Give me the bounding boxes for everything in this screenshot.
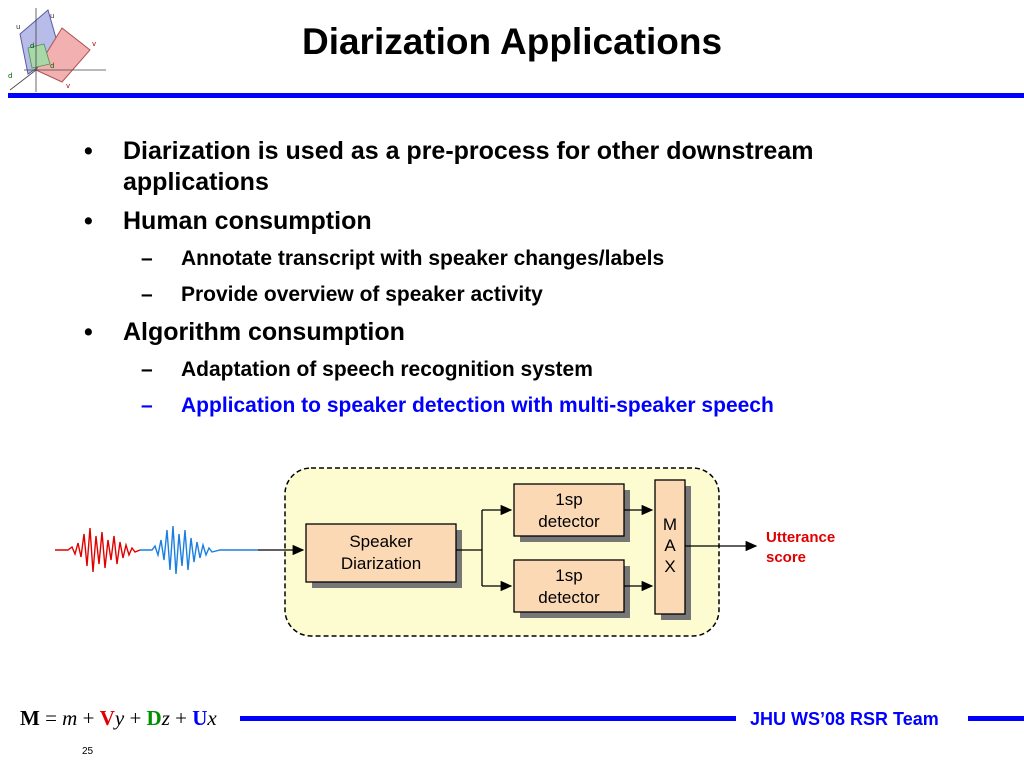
sub-bullet-item-highlighted: – Application to speaker detection with … bbox=[82, 392, 962, 419]
max-label-m: M bbox=[663, 515, 677, 534]
footer-formula: M = m + Vy + Dz + Ux bbox=[20, 706, 217, 731]
sub-bullet-marker: – bbox=[141, 358, 153, 381]
vector-space-logo: u u v v d d d bbox=[8, 8, 106, 92]
detector-bottom-label-line1: 1sp bbox=[555, 566, 582, 585]
page-number: 25 bbox=[82, 746, 94, 757]
bullet-list: • Diarization is used as a pre-process f… bbox=[82, 136, 962, 428]
team-label: JHU WS’08 RSR Team bbox=[750, 709, 939, 729]
formula-m: m bbox=[62, 706, 78, 730]
sub-bullet-text: Provide overview of speaker activity bbox=[181, 283, 543, 306]
formula-y: y bbox=[114, 706, 125, 730]
detector-top-label-line1: 1sp bbox=[555, 490, 582, 509]
bullet-marker: • bbox=[84, 318, 93, 346]
sub-bullet-item: – Annotate transcript with speaker chang… bbox=[82, 245, 962, 272]
bullet-text: Diarization is used as a pre-process for… bbox=[123, 137, 814, 196]
sub-bullet-text: Annotate transcript with speaker changes… bbox=[181, 247, 665, 270]
formula-plus: + bbox=[124, 706, 147, 730]
max-label-a: A bbox=[664, 536, 676, 555]
formula-D: D bbox=[146, 706, 162, 730]
formula-plus: + bbox=[77, 706, 100, 730]
logo-label-v2: v bbox=[92, 40, 96, 48]
speaker-diarization-label-line1: Speaker bbox=[349, 532, 413, 551]
footer-rule-left bbox=[240, 716, 736, 721]
bullet-marker: • bbox=[84, 207, 93, 235]
logo-green-plane bbox=[27, 43, 51, 69]
logo-label-d11: d bbox=[8, 72, 12, 80]
speaker-diarization-box bbox=[305, 523, 457, 583]
output-label-line1: Utterance bbox=[766, 529, 835, 546]
bullet-marker: • bbox=[84, 137, 93, 165]
sub-bullet-text: Application to speaker detection with mu… bbox=[181, 394, 774, 417]
speaker-detection-diagram: Speaker Diarization 1sp detector 1sp det… bbox=[55, 467, 835, 637]
logo-label-u2: u bbox=[50, 12, 54, 20]
waveform-speaker-1 bbox=[55, 527, 141, 573]
output-label-line2: score bbox=[766, 549, 806, 566]
sub-bullet-item: – Provide overview of speaker activity bbox=[82, 281, 962, 308]
formula-M: M bbox=[20, 706, 40, 730]
logo-label-d33: d bbox=[50, 62, 54, 70]
slide-title: Diarization Applications bbox=[301, 21, 723, 62]
bullet-item: • Human consumption bbox=[82, 206, 962, 237]
formula-z: z bbox=[161, 706, 170, 730]
logo-label-v1: v bbox=[66, 82, 70, 90]
logo-label-u1: u bbox=[16, 23, 20, 31]
sub-bullet-marker: – bbox=[141, 394, 153, 417]
logo-red-plane bbox=[35, 27, 91, 83]
bullet-text: Algorithm consumption bbox=[123, 318, 405, 346]
bullet-text: Human consumption bbox=[123, 207, 372, 235]
sub-bullet-text: Adaptation of speech recognition system bbox=[181, 358, 593, 381]
speaker-diarization-label-line2: Diarization bbox=[341, 554, 421, 573]
sub-bullet-marker: – bbox=[141, 283, 153, 306]
waveform-speaker-2 bbox=[140, 525, 258, 575]
detector-bottom-box bbox=[513, 559, 625, 613]
bullet-item: • Diarization is used as a pre-process f… bbox=[82, 136, 962, 198]
title-underline bbox=[8, 93, 1024, 98]
footer-rule-right bbox=[968, 716, 1024, 721]
formula-V: V bbox=[99, 706, 115, 730]
max-box bbox=[654, 479, 686, 615]
sub-bullet-marker: – bbox=[141, 247, 153, 270]
detector-top-label-line2: detector bbox=[538, 512, 600, 531]
detector-bottom-label-line2: detector bbox=[538, 588, 600, 607]
formula-U: U bbox=[192, 706, 208, 730]
logo-axis-z bbox=[9, 69, 37, 91]
bullet-item: • Algorithm consumption bbox=[82, 317, 962, 348]
detector-top-box bbox=[513, 483, 625, 537]
max-label-x: X bbox=[664, 557, 675, 576]
formula-plus: + bbox=[169, 706, 193, 730]
logo-label-d22: d bbox=[30, 42, 34, 50]
sub-bullet-item: – Adaptation of speech recognition syste… bbox=[82, 356, 962, 383]
formula-eq: = bbox=[39, 706, 63, 730]
formula-x: x bbox=[207, 706, 217, 730]
